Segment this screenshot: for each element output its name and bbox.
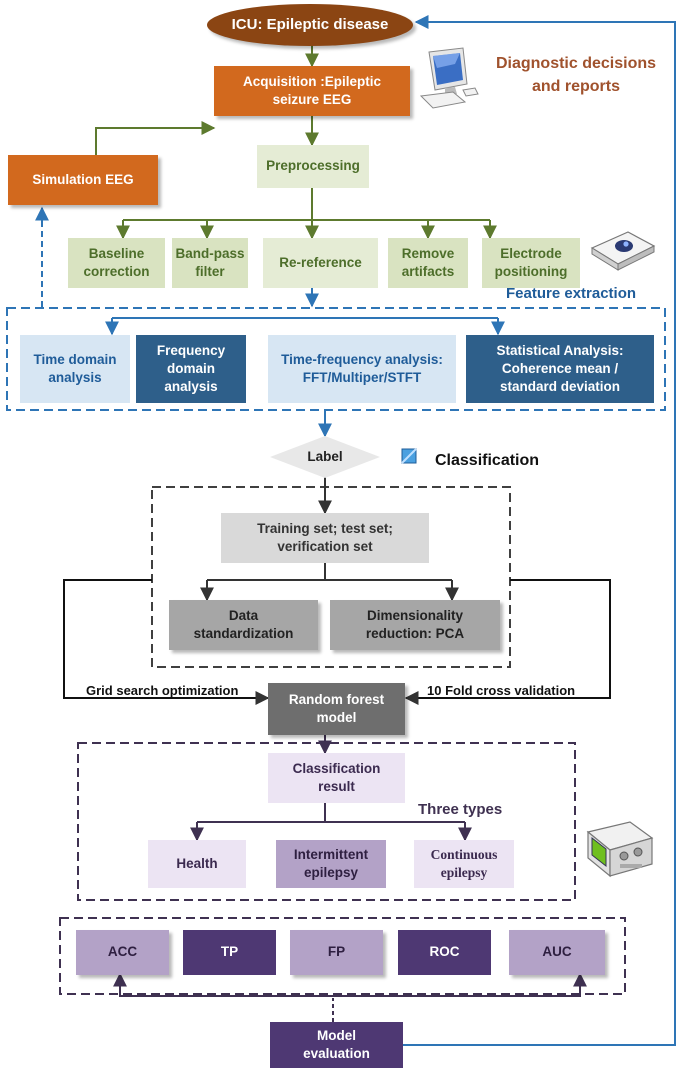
preprocessing-node: Preprocessing [257,145,369,188]
re-reference-node: Re-reference [263,238,378,288]
health-node: Health [148,840,246,888]
statistical-analysis-node: Statistical Analysis: Coherence mean / s… [466,335,654,403]
feature-extraction-frame [6,307,666,411]
evaluation-metrics-frame [59,917,626,995]
classification-result-node: Classification result [268,753,405,803]
ten-fold-cross-validation-label: 10 Fold cross validation [427,683,576,698]
random-forest-model-node: Random forest model [268,683,405,735]
frequency-domain-analysis-node: Frequency domain analysis [136,335,246,403]
simulation-eeg-node: Simulation EEG [8,155,158,205]
training-test-verification-set-node: Training set; test set; verification set [221,513,429,563]
electrode-positioning-node: Electrode positioning [482,238,580,288]
band-pass-filter-node: Band-pass filter [172,238,248,288]
acquisition-node: Acquisition :Epileptic seizure EEG [214,66,410,116]
classification-frame [151,486,511,668]
roc-metric-node: ROC [398,930,491,975]
intermittent-epilepsy-node: Intermittent epilepsy [276,840,386,888]
data-standardization-node: Data standardization [169,600,318,650]
remove-artifacts-node: Remove artifacts [388,238,468,288]
model-evaluation-node: Model evaluation [270,1022,403,1068]
grid-search-optimization-label: Grid search optimization [86,683,239,698]
monitor-device-icon [586,821,654,878]
diagnostic-decisions-label: Diagnostic decisions and reports [495,55,657,96]
classification-result-frame [77,742,576,901]
fp-metric-node: FP [290,930,383,975]
icu-epileptic-disease-node: ICU: Epileptic disease [207,4,413,46]
eye-device-icon [590,231,656,271]
three-types-label: Three types [418,801,503,818]
computer-icon [419,47,479,109]
acc-metric-node: ACC [76,930,169,975]
label-node: Label [307,448,343,464]
tp-metric-node: TP [183,930,276,975]
time-frequency-analysis-node: Time-frequency analysis: FFT/Multiper/ST… [268,335,456,403]
baseline-correction-node: Baseline correction [68,238,165,288]
feature-extraction-label: Feature extraction [506,285,637,302]
label-diamond [270,436,380,478]
classification-square-icon [401,448,417,464]
continuous-epilepsy-node: Continuous epilepsy [414,840,514,888]
time-domain-analysis-node: Time domain analysis [20,335,130,403]
auc-metric-node: AUC [509,930,605,975]
classification-label: Classification [435,452,540,469]
dimensionality-reduction-pca-node: Dimensionality reduction: PCA [330,600,500,650]
